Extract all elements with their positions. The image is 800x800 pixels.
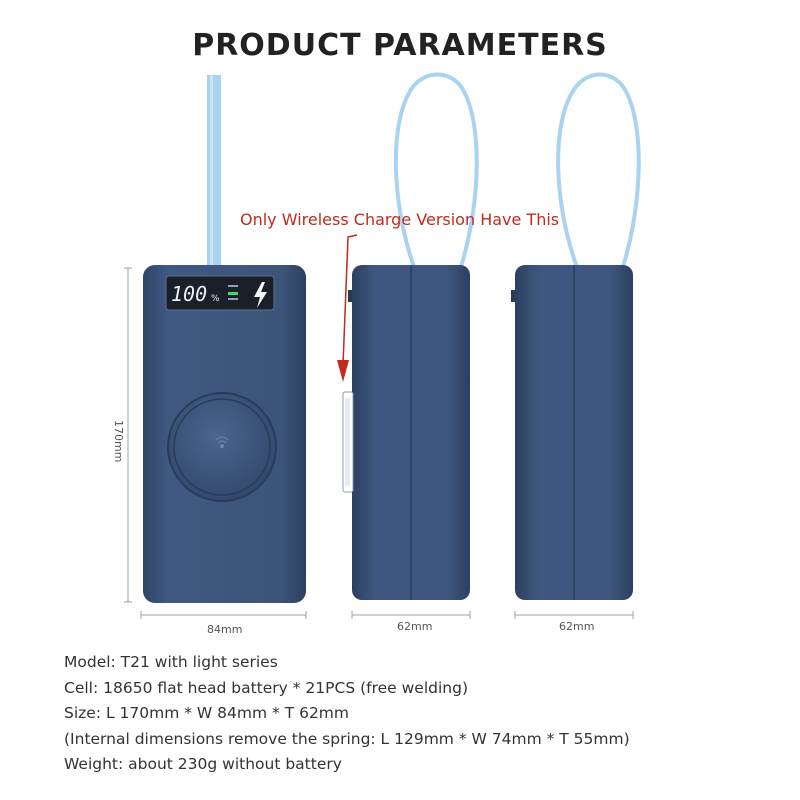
display-panel xyxy=(165,275,275,311)
display-unit: % xyxy=(211,294,220,304)
spec-list: Model: T21 with light series Cell: 18650… xyxy=(64,650,630,778)
wireless-callout: Only Wireless Charge Version Have This xyxy=(240,210,560,229)
side-width-label: 62mm xyxy=(397,620,432,633)
back-view xyxy=(511,72,641,600)
display-green-bar xyxy=(228,292,238,295)
wireless-icon xyxy=(215,436,229,444)
spec-internal-size: (Internal dimensions remove the spring: … xyxy=(64,729,630,748)
page-title: PRODUCT PARAMETERS xyxy=(192,28,608,63)
back-cable-loop xyxy=(556,72,641,271)
front-view: 100 % xyxy=(143,265,306,603)
wireless-pad-dot xyxy=(220,444,224,448)
wireless-pad-ring xyxy=(173,398,271,496)
display-reading: 100 xyxy=(171,282,207,306)
side-view xyxy=(342,72,479,600)
side-cable-loop xyxy=(393,72,479,271)
spec-cell: Cell: 18650 flat head battery * 21PCS (f… xyxy=(64,678,468,697)
spec-model: Model: T21 with light series xyxy=(64,653,278,671)
front-width-label: 84mm xyxy=(207,623,242,636)
height-label: 170mm xyxy=(112,420,125,462)
lightning-icon xyxy=(254,282,267,308)
spec-size: Size: L 170mm * W 84mm * T 62mm xyxy=(64,704,350,723)
back-width-label: 62mm xyxy=(559,620,594,633)
callout-arrow xyxy=(342,234,358,366)
spec-weight: Weight: about 230g without battery xyxy=(64,755,342,774)
height-dimension-line xyxy=(124,267,132,603)
front-cable xyxy=(207,75,221,270)
